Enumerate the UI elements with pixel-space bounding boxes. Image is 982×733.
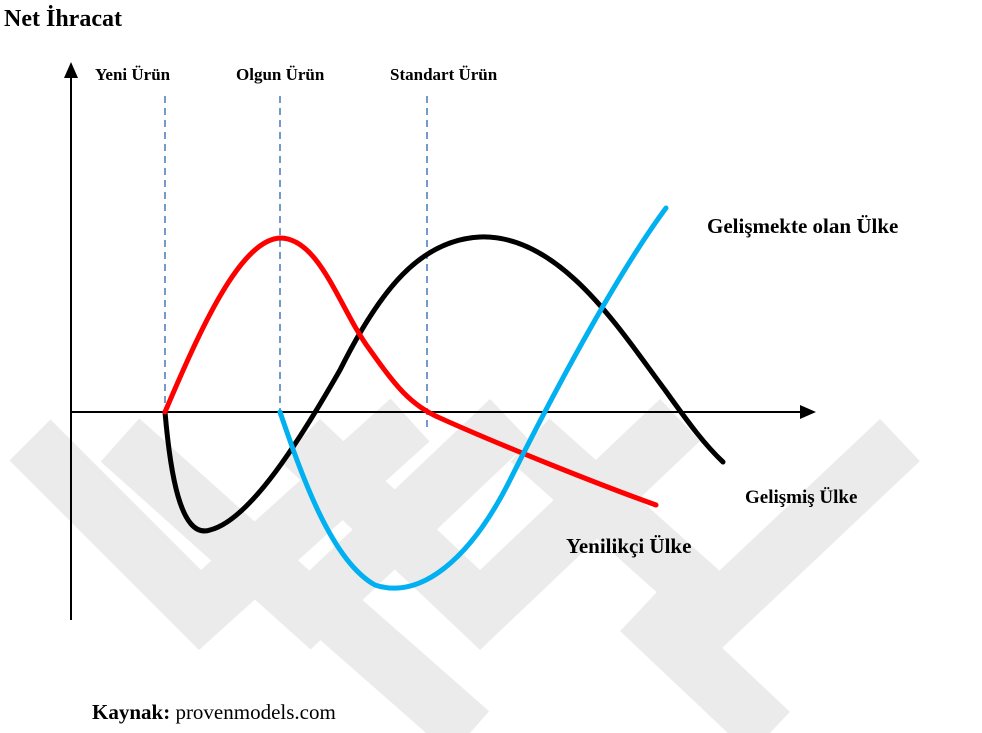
- developing-country-curve: [277, 205, 669, 591]
- phase-dividers: [164, 96, 428, 430]
- phase-label-standard: Standart Ürün: [390, 65, 498, 84]
- source-label: Kaynak:: [92, 700, 171, 724]
- developed-country-curve: [162, 234, 726, 534]
- source-text: provenmodels.com: [175, 700, 336, 724]
- phase-label-new: Yeni Ürün: [95, 65, 171, 84]
- diagram-title: Net İhracat: [4, 6, 122, 32]
- y-axis-arrowhead: [64, 62, 78, 78]
- innovator-country-label: Yenilikçi Ülke: [566, 534, 691, 558]
- developing-country-label: Gelişmekte olan Ülke: [707, 214, 898, 238]
- phase-label-mature: Olgun Ürün: [236, 65, 325, 84]
- developed-country-label: Gelişmiş Ülke: [745, 487, 857, 508]
- x-axis-arrowhead: [800, 405, 816, 419]
- source-note: Kaynak: provenmodels.com: [92, 700, 336, 725]
- watermark: [9, 398, 920, 733]
